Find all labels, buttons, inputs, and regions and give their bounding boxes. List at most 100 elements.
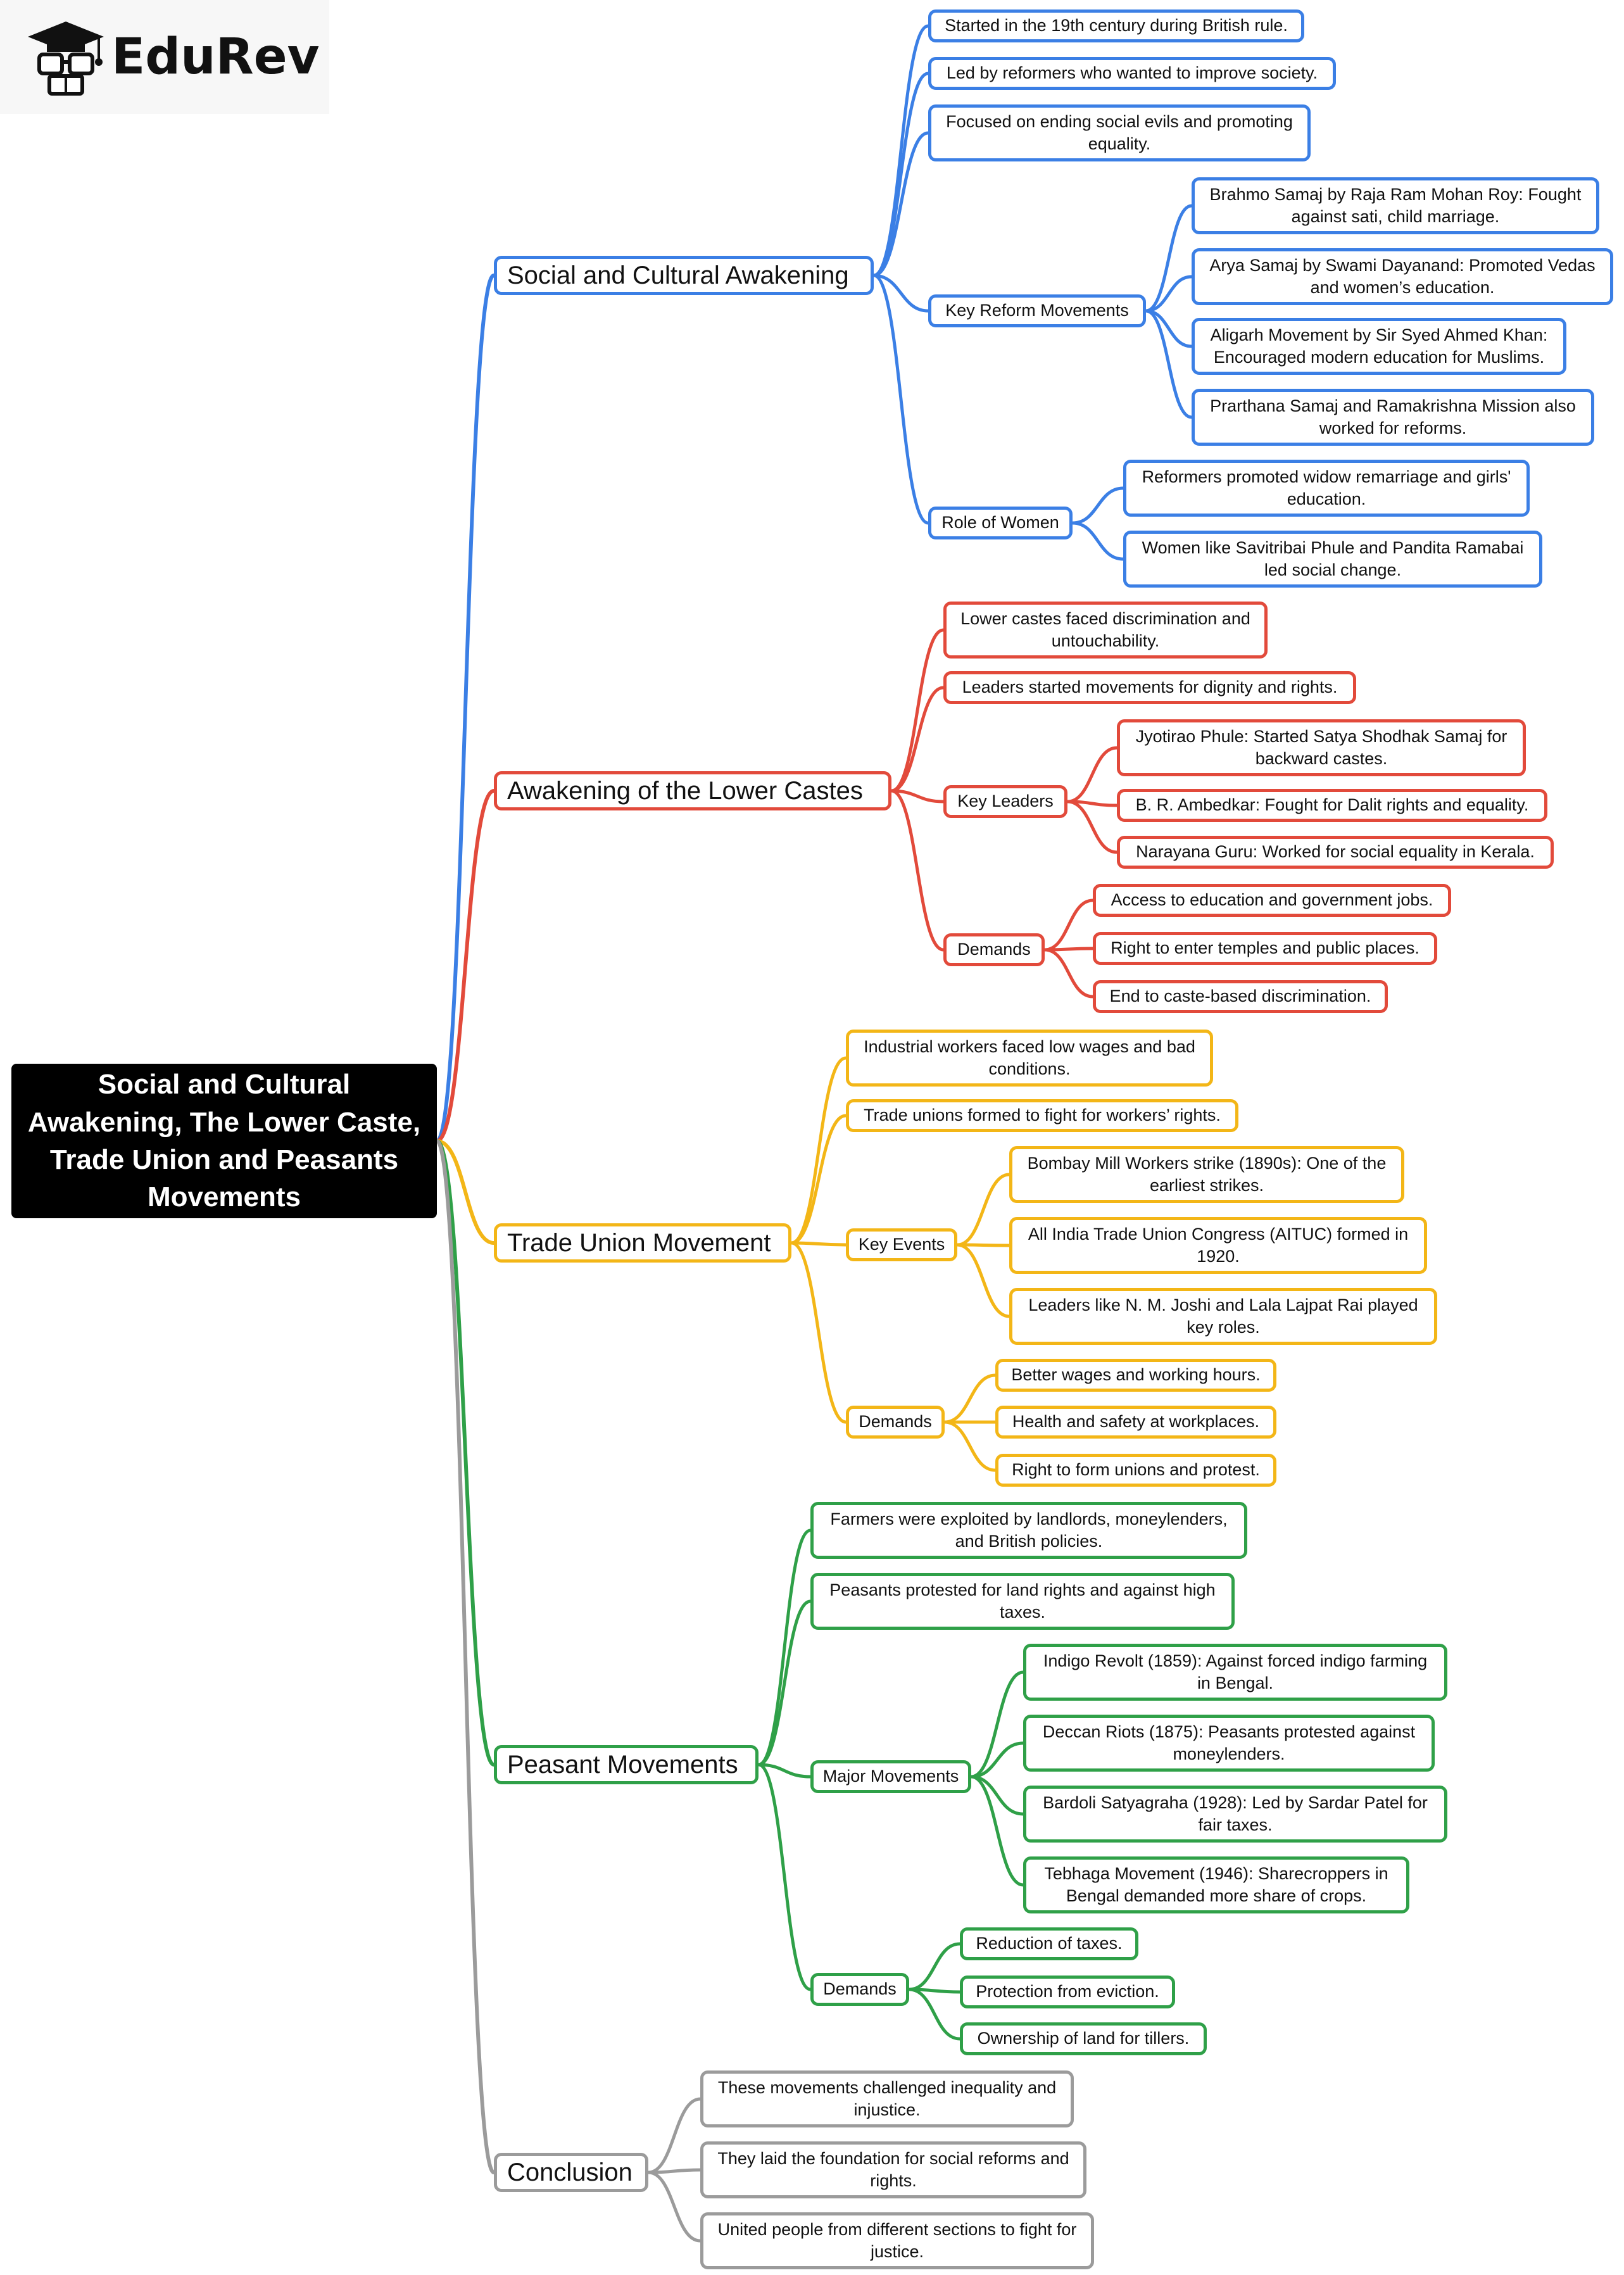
node-text-line: Leaders started movements for dignity an…: [962, 677, 1338, 697]
connector-branch-to-topic: [790, 1114, 848, 1245]
node-text-line: Jyotirao Phule: Started Satya Shodhak Sa…: [1135, 726, 1508, 746]
node-text-line: Women like Savitribai Phule and Pandita …: [1142, 538, 1524, 557]
node-text-line: Industrial workers faced low wages and b…: [864, 1037, 1195, 1056]
connector-root-to-branch: [435, 789, 496, 1143]
leaf-brahmo-samaj-by-raja-ram-mohan-roy-fough: Brahmo Samaj by Raja Ram Mohan Roy: Foug…: [1192, 177, 1599, 234]
connector-branch-to-topic: [890, 628, 945, 793]
node-text-line: Trade unions formed to fight for workers…: [864, 1106, 1221, 1125]
branch-label: Awakening of the Lower Castes: [507, 777, 863, 805]
connector-branch-to-topic: [790, 1241, 848, 1424]
node-text-line: Movements: [147, 1182, 301, 1213]
node-text-line: equality.: [1088, 134, 1151, 153]
node-text-line: Prarthana Samaj and Ramakrishna Mission …: [1210, 396, 1576, 415]
node-text-line: Demands: [823, 1979, 897, 1999]
connector-topic-to-leaf: [1144, 309, 1193, 348]
connector-topic-to-leaf: [1071, 486, 1125, 525]
node-text-line: Tebhaga Movement (1946): Sharecroppers i…: [1044, 1863, 1388, 1883]
connector-topic-to-leaf: [943, 1373, 997, 1424]
node-text-line: Bombay Mill Workers strike (1890s): One …: [1027, 1153, 1387, 1173]
connector-branch-to-topic: [757, 1763, 812, 1779]
connector-root-to-branch: [435, 1139, 496, 1245]
connector-branch-to-topic: [757, 1528, 812, 1767]
leaf-reformers-promoted-widow-remarriage-and-: Reformers promoted widow remarriage and …: [1123, 460, 1530, 517]
connector-branch-to-topic: [646, 2171, 702, 2243]
connector-branch-to-topic: [757, 1599, 812, 1767]
node-text-line: Focused on ending social evils and promo…: [946, 111, 1293, 131]
leaf-ownership-of-land-for-tillers: Ownership of land for tillers.: [960, 2022, 1207, 2055]
leaf-united-people-from-different-sections-to: United people from different sections to…: [700, 2212, 1094, 2269]
node-text-line: They laid the foundation for social refo…: [717, 2148, 1069, 2168]
leaf-bombay-mill-workers-strike-1890s-one-of-: Bombay Mill Workers strike (1890s): One …: [1009, 1146, 1404, 1203]
node-text-line: Health and safety at workplaces.: [1012, 1412, 1260, 1432]
connector-branch-to-topic: [646, 2097, 702, 2174]
leaf-lower-castes-faced-discrimination-and-un: Lower castes faced discrimination and unt…: [943, 602, 1268, 659]
node-text-line: Arya Samaj by Swami Dayanand: Promoted V…: [1209, 255, 1596, 275]
connector-branch-to-topic: [790, 1056, 848, 1245]
node-text-line: Aligarh Movement by Sir Syed Ahmed Khan:: [1210, 325, 1548, 344]
node-text-line: backward castes.: [1255, 749, 1388, 768]
node-text-line: Role of Women: [941, 513, 1059, 533]
connector-branch-to-topic: [872, 131, 930, 277]
leaf-better-wages-and-working-hours: Better wages and working hours.: [995, 1359, 1276, 1392]
connector-topic-to-leaf: [969, 1775, 1025, 1887]
connector-branch-to-topic: [790, 1241, 848, 1247]
connector-topic-to-leaf: [969, 1741, 1025, 1779]
node-text-line: Farmers were exploited by landlords, mon…: [830, 1509, 1228, 1528]
connector-branch-to-topic: [872, 72, 930, 277]
node-text-line: Bengal demanded more share of crops.: [1066, 1886, 1367, 1905]
connector-topic-to-leaf: [907, 1988, 962, 2041]
node-text-line: Key Events: [858, 1235, 945, 1254]
leaf-right-to-form-unions-and-protest: Right to form unions and protest.: [995, 1454, 1276, 1487]
branch-peasant-movements: Peasant Movements: [494, 1745, 758, 1784]
node-text-line: Indigo Revolt (1859): Against forced ind…: [1043, 1651, 1428, 1670]
connector-topic-to-leaf: [969, 1670, 1025, 1779]
node-text-line: Reformers promoted widow remarriage and …: [1142, 467, 1511, 486]
connector-branch-to-topic: [890, 789, 945, 803]
node-text-line: Trade Union and Peasants: [49, 1144, 399, 1175]
connector-branch-to-topic: [890, 686, 945, 793]
connector-root-to-branch: [435, 274, 496, 1143]
leaf-these-movements-challenged-inequality-an: These movements challenged inequality an…: [700, 2070, 1074, 2127]
node-text-line: Awakening, The Lower Caste,: [27, 1106, 421, 1138]
leaf-reduction-of-taxes: Reduction of taxes.: [960, 1927, 1138, 1960]
subtopic-role-of-women: Role of Women: [928, 507, 1073, 539]
leaf-leaders-started-movements-for-dignity-an: Leaders started movements for dignity an…: [943, 671, 1356, 704]
graduation-cap-glasses-icon: [28, 22, 104, 96]
node-text-line: Protection from eviction.: [976, 1982, 1159, 2001]
subtopic-key-reform-movements: Key Reform Movements: [928, 294, 1146, 327]
node-text-line: Key Reform Movements: [945, 301, 1129, 320]
node-text-line: Started in the 19th century during Briti…: [945, 16, 1288, 35]
node-text-line: led social change.: [1264, 560, 1402, 579]
leaf-trade-unions-formed-to-fight-for-workers: Trade unions formed to fight for workers…: [846, 1099, 1238, 1132]
node-text-line: against sati, child marriage.: [1291, 207, 1500, 226]
node-text-line: All India Trade Union Congress (AITUC) f…: [1028, 1224, 1409, 1244]
node-text-line: Lower castes faced discrimination and: [960, 608, 1250, 628]
node-text-line: untouchability.: [1051, 631, 1160, 650]
leaf-access-to-education-and-government-jobs: Access to education and government jobs.: [1093, 884, 1451, 917]
connector-topic-to-leaf: [1066, 800, 1119, 854]
subtopic-demands: Demands: [943, 933, 1045, 966]
node-text-line: and women’s education.: [1310, 278, 1495, 297]
connector-topic-to-leaf: [1071, 521, 1125, 561]
leaf-narayana-guru-worked-for-social-equality: Narayana Guru: Worked for social equalit…: [1117, 836, 1554, 869]
node-text-line: injustice.: [853, 2100, 921, 2119]
connector-topic-to-leaf: [1144, 204, 1193, 313]
connector-branch-to-topic: [872, 274, 930, 313]
node-text-line: Peasants protested for land rights and a…: [829, 1580, 1216, 1599]
connector-root-to-branch: [435, 1139, 496, 1767]
branch-label: Social and Cultural Awakening: [507, 262, 849, 289]
branch-label: Conclusion: [507, 2158, 633, 2186]
connector-topic-to-leaf: [969, 1775, 1025, 1816]
node-text-line: Access to education and government jobs.: [1111, 890, 1433, 910]
connector-branch-to-topic: [646, 2168, 702, 2174]
leaf-bardoli-satyagraha-1928-led-by-sardar-pa: Bardoli Satyagraha (1928): Led by Sardar…: [1023, 1786, 1447, 1843]
leaf-end-to-caste-based-discrimination: End to caste-based discrimination.: [1093, 980, 1388, 1013]
node-text-line: education.: [1287, 489, 1366, 508]
connector-topic-to-leaf: [1144, 275, 1193, 313]
leaf-women-like-savitribai-phule-and-pandita-: Women like Savitribai Phule and Pandita …: [1123, 531, 1542, 588]
leaf-arya-samaj-by-swami-dayanand-promoted-ve: Arya Samaj by Swami Dayanand: Promoted V…: [1192, 248, 1613, 305]
node-text-line: Led by reformers who wanted to improve s…: [946, 63, 1318, 83]
leaf-started-in-the-19th-century-during-briti: Started in the 19th century during Briti…: [928, 9, 1304, 42]
connector-branch-to-topic: [872, 274, 930, 525]
